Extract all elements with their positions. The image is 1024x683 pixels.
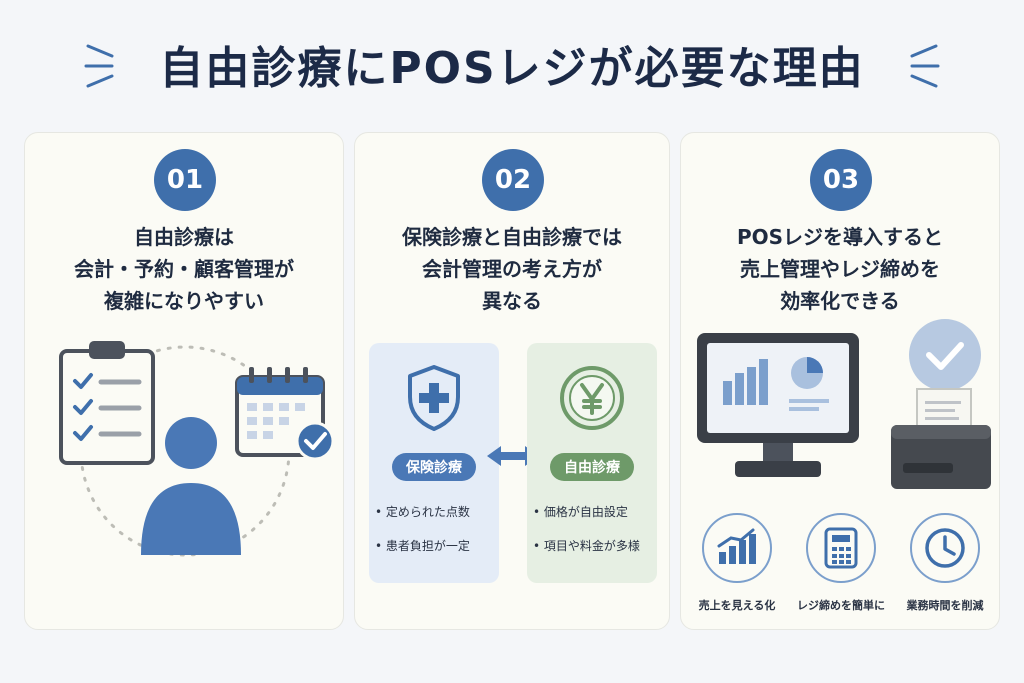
feature-label: レジ締めを簡単に [797,599,885,612]
free-treatment-bullet: • 項目や料金が多様 [533,539,640,553]
feature-time: 業務時間を削減 [900,513,990,613]
feature-label: 売上を見える化 [698,599,776,612]
clipboard-checklist-icon [59,341,155,465]
calculator-icon [824,527,858,569]
pos-monitor-icon [697,333,859,477]
insurance-label: 保険診療 [392,453,476,481]
check-circle-icon [909,319,981,391]
free-treatment-panel: 自由診療 • 価格が自由設定 • 項目や料金が多様 [527,343,657,583]
receipt-printer-icon [891,388,991,489]
page-title: 自由診療にPOSレジが必要な理由 [159,43,865,94]
free-treatment-label: 自由診療 [550,453,634,481]
insurance-panel: 保険診療 • 定められた点数 • 患者負担が一定 [369,343,499,583]
pos-illustration [697,319,991,489]
free-treatment-bullet: • 価格が自由設定 [533,505,628,519]
sparkle-left-icon [84,44,114,88]
accounting-illustration [59,341,335,557]
card-number: 03 [810,149,872,211]
feature-label: 業務時間を削減 [906,599,984,612]
reason-card-01: 01 自由診療は 会計・予約・顧客管理が 複雑になりやすい [24,132,344,630]
yen-coin-icon [560,366,624,430]
double-arrow-icon [487,446,539,466]
clock-icon [925,528,965,568]
sparkle-right-icon [910,44,940,88]
feature-sales: 売上を見える化 [692,513,782,613]
insurance-bullet: • 患者負担が一定 [375,539,470,553]
card-heading: POSレジを導入すると 売上管理やレジ締めを 効率化できる [736,225,944,313]
insurance-bullet: • 定められた点数 [375,505,470,519]
feature-closing: レジ締めを簡単に [796,513,886,613]
person-icon [141,417,241,555]
card-heading: 保険診療と自由診療では 会計管理の考え方が 異なる [402,225,622,313]
calendar-check-icon [235,367,335,461]
reason-card-03: 03 POSレジを導入すると 売上管理やレジ締めを 効率化できる [680,132,1000,630]
bar-chart-icon [717,528,756,564]
reason-card-02: 02 保険診療と自由診療では 会計管理の考え方が 異なる 保険診療 • 定められ… [354,132,670,630]
card-heading: 自由診療は 会計・予約・顧客管理が 複雑になりやすい [74,225,294,313]
card-number: 01 [154,149,216,211]
card-number: 02 [482,149,544,211]
shield-cross-icon [408,365,460,431]
